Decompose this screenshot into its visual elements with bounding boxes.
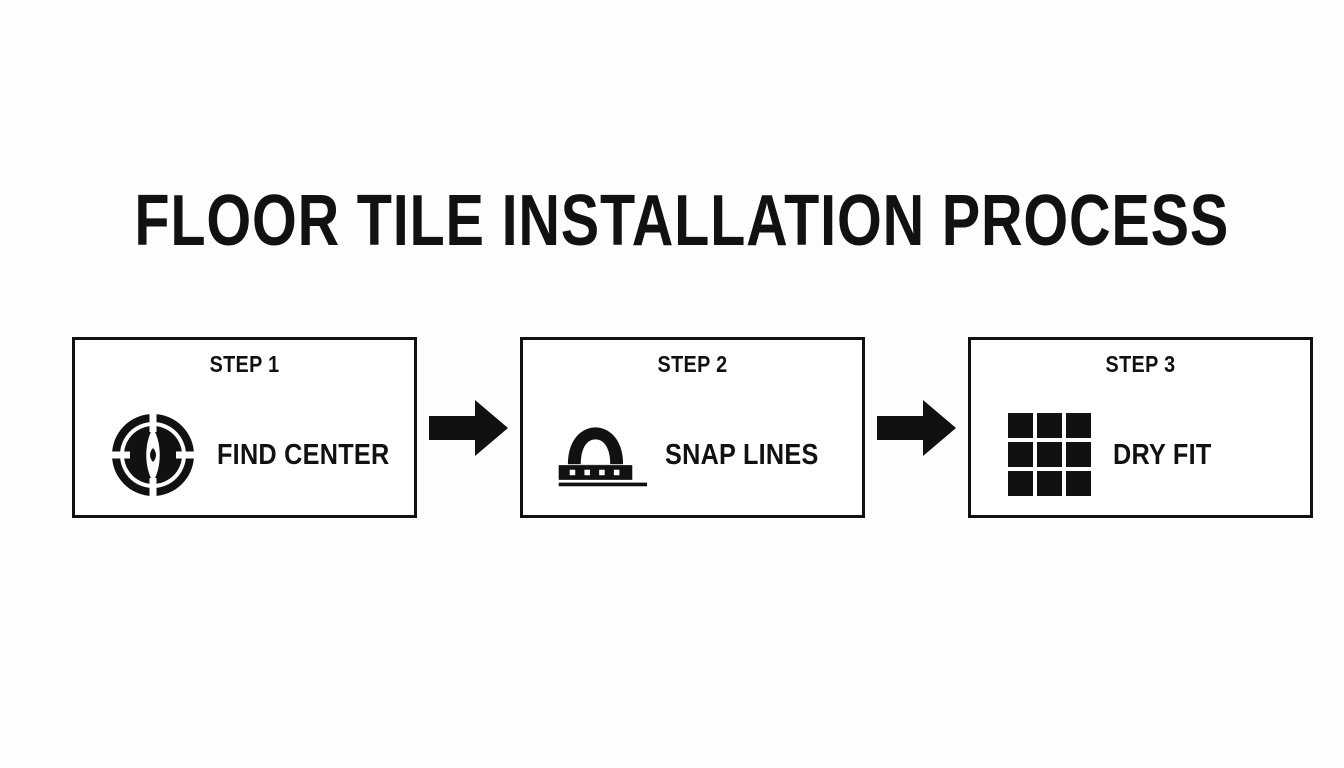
- process-flow: STEP 1 FIND CE: [72, 337, 1313, 518]
- step-heading: STEP 2: [657, 351, 728, 377]
- compass-icon: [107, 409, 199, 501]
- tile-grid-icon: [1003, 409, 1095, 501]
- step-heading: STEP 3: [1105, 351, 1176, 377]
- step-heading: STEP 1: [209, 351, 280, 377]
- step-card-3[interactable]: STEP 3 DRY FIT: [968, 337, 1313, 518]
- step-label: DRY FIT: [1113, 438, 1212, 471]
- step-body: FIND CENTER: [75, 392, 414, 517]
- step-body: DRY FIT: [971, 392, 1310, 517]
- step-card-2[interactable]: STEP 2 SNAP LI: [520, 337, 865, 518]
- arrow-right-icon: [865, 337, 968, 518]
- step-body: SNAP LINES: [523, 392, 862, 517]
- chalk-line-reel-icon: [555, 409, 647, 501]
- step-label: FIND CENTER: [217, 438, 390, 471]
- page-title: FLOOR TILE INSTALLATION PROCESS: [134, 181, 1230, 261]
- step-card-1[interactable]: STEP 1 FIND CE: [72, 337, 417, 518]
- step-label: SNAP LINES: [665, 438, 819, 471]
- arrow-right-icon: [417, 337, 520, 518]
